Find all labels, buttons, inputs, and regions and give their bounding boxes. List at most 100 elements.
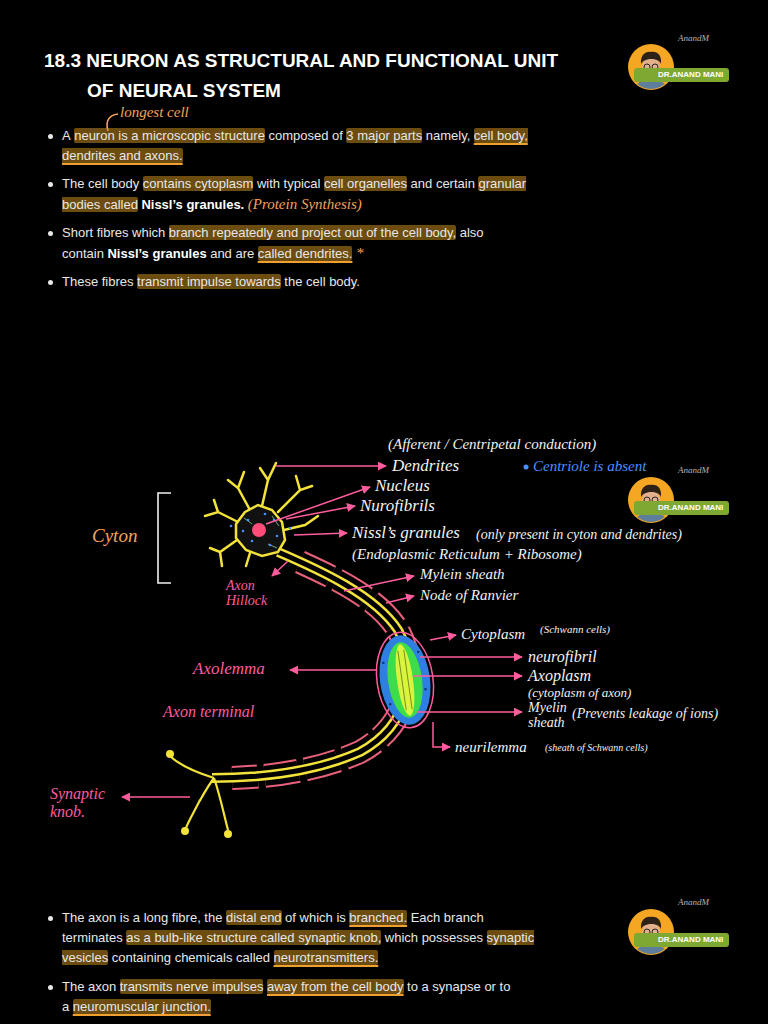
bullet-dot [48,985,53,990]
leader-arrow [344,576,414,591]
diagram-label: Nucleus [375,477,430,496]
dendrites [205,500,238,522]
diagram-label: neurofibril [528,648,597,666]
diagram-label: longest cell [120,104,189,121]
bullet-text: the cell body. [284,274,360,289]
bullet-text: The cell body [62,176,139,191]
axon-terminal [186,778,214,828]
bullet-text: namely, [426,128,471,143]
synaptic-knob [224,830,232,838]
leader-arrow [433,722,450,747]
bullet-text: with typical [257,176,321,191]
bullet-text: These fibres [62,274,134,289]
bullet-text: Nissl’s granules [107,246,206,261]
bullet-dot [48,231,53,236]
diagram-label: Cyton [92,526,137,547]
bullet-text: neuron is a microscopic structure [74,128,265,143]
neurofibrils [268,544,277,548]
bullet-dot [524,465,529,470]
axon-cross-section [392,643,418,717]
axon-cross-section [383,640,427,720]
badge-text: DR.ANAND MANI [658,935,723,944]
axon-cross-section [389,703,392,706]
nissl-granules [269,544,272,547]
bullet-item: The axon transmits nerve impulsesaway fro… [62,977,544,1017]
name-badge: DR.ANAND MANI [634,501,729,515]
diagram-label: (Prevents leakage of ions) [572,706,718,721]
bullet-text: away from the cell body [267,979,404,994]
leader-arrow [286,506,355,519]
nissl-granules [251,540,254,543]
bullet-item: These fibrestransmit impulse towardsthe … [62,272,544,292]
leader-arrow [122,796,190,798]
leader-arrow [430,635,456,640]
bullet-text: 3 major parts [346,128,422,143]
bullet-text: branch repeatedly and project out of the… [169,225,456,240]
axon-cross-section [417,651,420,654]
bullet-text: neuromuscular junction. [73,999,211,1014]
diagram-label: AnandM [678,466,709,476]
bullet-text: The axon [62,979,116,994]
nissl-granules [230,525,233,528]
bullet-text: called dendrites. [258,246,353,261]
leader-arrow [276,465,386,467]
diagram-label: Node of Ranvier [420,587,518,604]
bullet-text: contains cytoplasm [143,176,254,191]
bullet-text: branched. [349,910,407,925]
bullet-text: * [356,245,364,261]
diagram-label: (only present in cyton and dendrites) [476,527,682,542]
axon-terminal [214,778,228,830]
diagram-label: (Afferent / Centripetal conduction) [388,436,596,453]
axon-cross-section [424,688,427,691]
avatar-icon [641,917,661,929]
axon-cross-section [371,629,440,732]
bullet-text: neurotransmitters. [274,950,379,965]
cyton-bracket [158,493,171,583]
diagram-label: (Endoplasmic Reticulum + Ribosome) [352,546,582,563]
avatar-icon [634,79,668,103]
bullet-text: The axon is a long fibre, the [62,910,222,925]
cell-body [236,505,285,556]
diagram-label: Synaptic knob. [50,785,118,820]
bullet-item: Short fibres whichbranch repeatedly and … [62,223,544,264]
bullet-text: which possesses [385,930,483,945]
badge-text: DR.ANAND MANI [658,70,723,79]
diagram-label: AnandM [678,898,709,908]
bullet-text: transmits nerve impulses [120,979,264,994]
leader-arrow [417,711,522,713]
nissl-granules [247,519,250,522]
diagram-label: (cytoplasm of axon) [528,686,631,700]
bullet-text: containing chemicals called [112,950,270,965]
leader-arrow [294,533,347,535]
bullet-item: Aneuron is a microscopic structurecompos… [62,126,544,166]
nissl-granules [276,535,279,538]
bullet-text: (Protein Synthesis) [248,196,362,212]
axon-cross-section [398,650,412,710]
axon-cross-section [382,661,385,664]
bullet-text: and certain [411,176,475,191]
bullet-text: of which is [285,910,346,925]
diagram-label: Myelin sheath [528,700,572,731]
diagram-label: Nurofibrils [360,497,435,516]
nissl-granules [289,527,292,530]
leader-arrow [420,656,522,658]
diagram-label: Cytoplasm [461,626,525,643]
axon-cross-section [374,632,436,728]
dendrites [210,540,237,566]
dendrites [260,463,276,506]
page-title: 18.3 NEURON AS STRUCTURAL AND FUNCTIONAL… [44,46,589,106]
nucleus [252,523,266,537]
diagram-label: (sheath of Schwann cells) [545,742,647,753]
bullet-text: distal end [226,910,282,925]
leader-arrow [386,596,414,603]
avatar-icon [634,944,668,968]
diagram-label: AnandM [678,34,709,44]
diagram-label: Axon Hillock [226,578,278,609]
dendrites [246,553,250,566]
bullet-text: A [62,128,71,143]
bullet-text: and are [210,246,254,261]
diagram-label: (Schwann cells) [540,623,610,635]
dendrites [205,463,318,566]
